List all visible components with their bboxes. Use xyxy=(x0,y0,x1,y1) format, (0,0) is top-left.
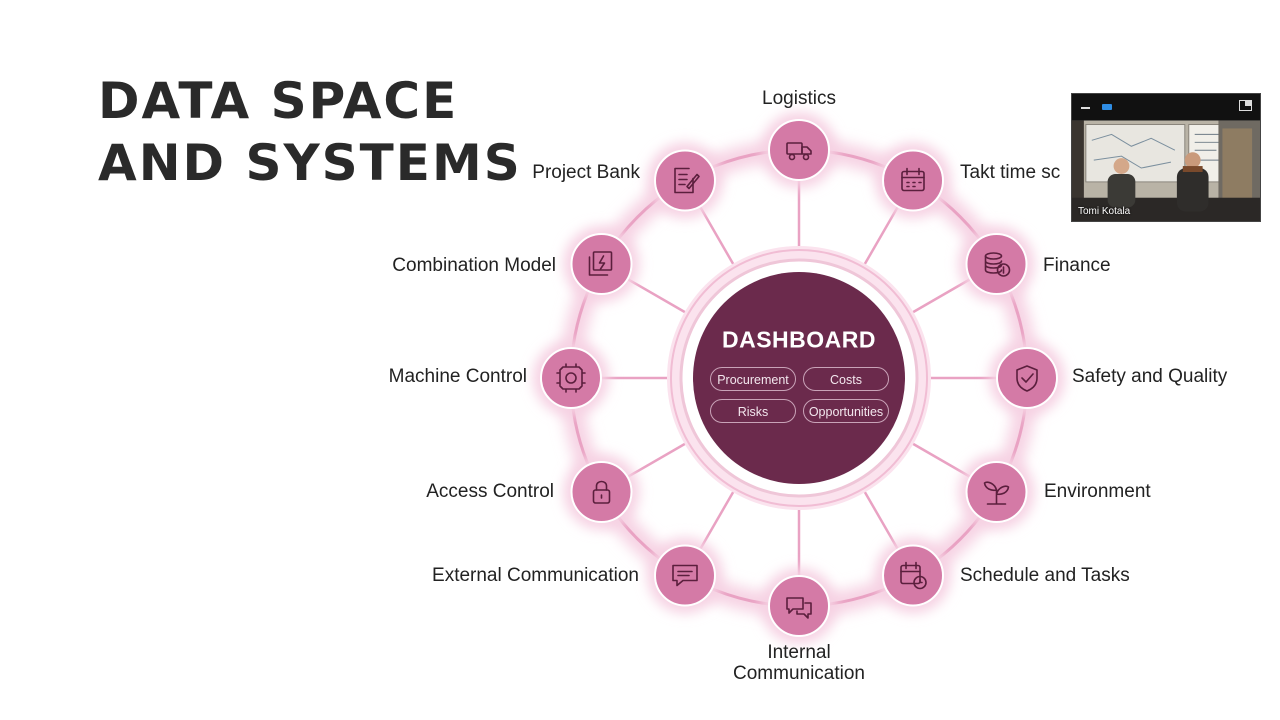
pill-risks: Risks xyxy=(710,399,796,423)
layers-icon xyxy=(588,251,613,276)
gear-icon xyxy=(556,363,586,393)
hub-layer xyxy=(667,246,931,510)
node-chat-bubbles xyxy=(768,575,830,637)
participant-1-head xyxy=(1113,158,1130,174)
participant-2-body xyxy=(1176,168,1209,212)
calendar-icon xyxy=(901,167,925,192)
node-label-machine-control: Machine Control xyxy=(388,366,527,387)
video-toolbar xyxy=(1072,94,1260,120)
node-circle-chat-bubbles xyxy=(768,575,830,637)
node-circle-gear xyxy=(540,347,602,409)
node-label-environment: Environment xyxy=(1044,481,1151,502)
chat-bubbles-icon xyxy=(786,597,812,619)
hub-outer-ring xyxy=(670,249,928,507)
minimize-icon[interactable] xyxy=(1081,107,1090,109)
pill-procurement: Procurement xyxy=(710,367,796,391)
slide-title-line-1: DATA SPACE xyxy=(98,72,459,130)
coins-icon xyxy=(984,252,1011,277)
layout-icon[interactable] xyxy=(1239,100,1252,111)
node-layers xyxy=(570,233,633,295)
node-shield-check xyxy=(996,347,1058,409)
node-label-finance: Finance xyxy=(1043,255,1111,276)
node-gear xyxy=(540,347,602,409)
video-feed xyxy=(1072,120,1260,221)
node-label-safety-quality: Safety and Quality xyxy=(1072,366,1228,387)
pill-opportunities: Opportunities xyxy=(803,399,889,423)
node-label-internal-communication: Internal Communication xyxy=(733,642,865,684)
node-calendar xyxy=(882,149,944,212)
node-sprout xyxy=(965,461,1028,523)
node-document-edit xyxy=(654,149,716,212)
participant-2-head xyxy=(1184,152,1201,169)
slide-title-line-2: AND SYSTEMS xyxy=(98,134,522,192)
participant-name: Tomi Kotala xyxy=(1078,206,1131,217)
pill-costs: Costs xyxy=(803,367,889,391)
calendar-clock-icon xyxy=(900,561,927,590)
node-circle-shield-check xyxy=(996,347,1058,409)
shield-check-icon xyxy=(1016,365,1038,392)
sprout-icon xyxy=(983,481,1010,505)
node-circle-calendar xyxy=(882,149,944,212)
node-label-external-communication: External Communication xyxy=(432,565,639,586)
node-calendar-clock xyxy=(882,544,944,607)
node-circle-lock xyxy=(570,461,633,523)
node-message xyxy=(654,544,716,607)
truck-icon xyxy=(786,142,812,161)
hub-circle xyxy=(693,272,905,484)
lock-icon xyxy=(592,480,611,504)
node-circle-layers xyxy=(570,233,633,295)
node-coins xyxy=(965,233,1028,295)
screen-share-icon[interactable] xyxy=(1102,104,1112,110)
node-lock xyxy=(570,461,633,523)
video-call-tile[interactable]: Tomi Kotala xyxy=(1071,93,1261,222)
participant-1-body xyxy=(1107,173,1136,208)
slide-title: DATA SPACE AND SYSTEMS xyxy=(98,70,522,194)
node-circle-truck xyxy=(768,119,830,181)
node-label-logistics: Logistics xyxy=(762,88,836,109)
message-icon xyxy=(672,564,698,587)
node-label-access-control: Access Control xyxy=(426,481,554,502)
node-label-schedule-tasks: Schedule and Tasks xyxy=(960,565,1130,586)
node-label-combination-model: Combination Model xyxy=(392,255,556,276)
document-edit-icon xyxy=(674,167,700,194)
node-truck xyxy=(768,119,830,181)
node-layer xyxy=(533,112,1065,644)
node-circle-calendar-clock xyxy=(882,544,944,607)
hub-title: DASHBOARD xyxy=(722,326,876,353)
node-circle-document-edit xyxy=(654,149,716,212)
node-label-takt-time: Takt time sc xyxy=(960,162,1061,183)
node-label-project-bank: Project Bank xyxy=(532,162,640,183)
